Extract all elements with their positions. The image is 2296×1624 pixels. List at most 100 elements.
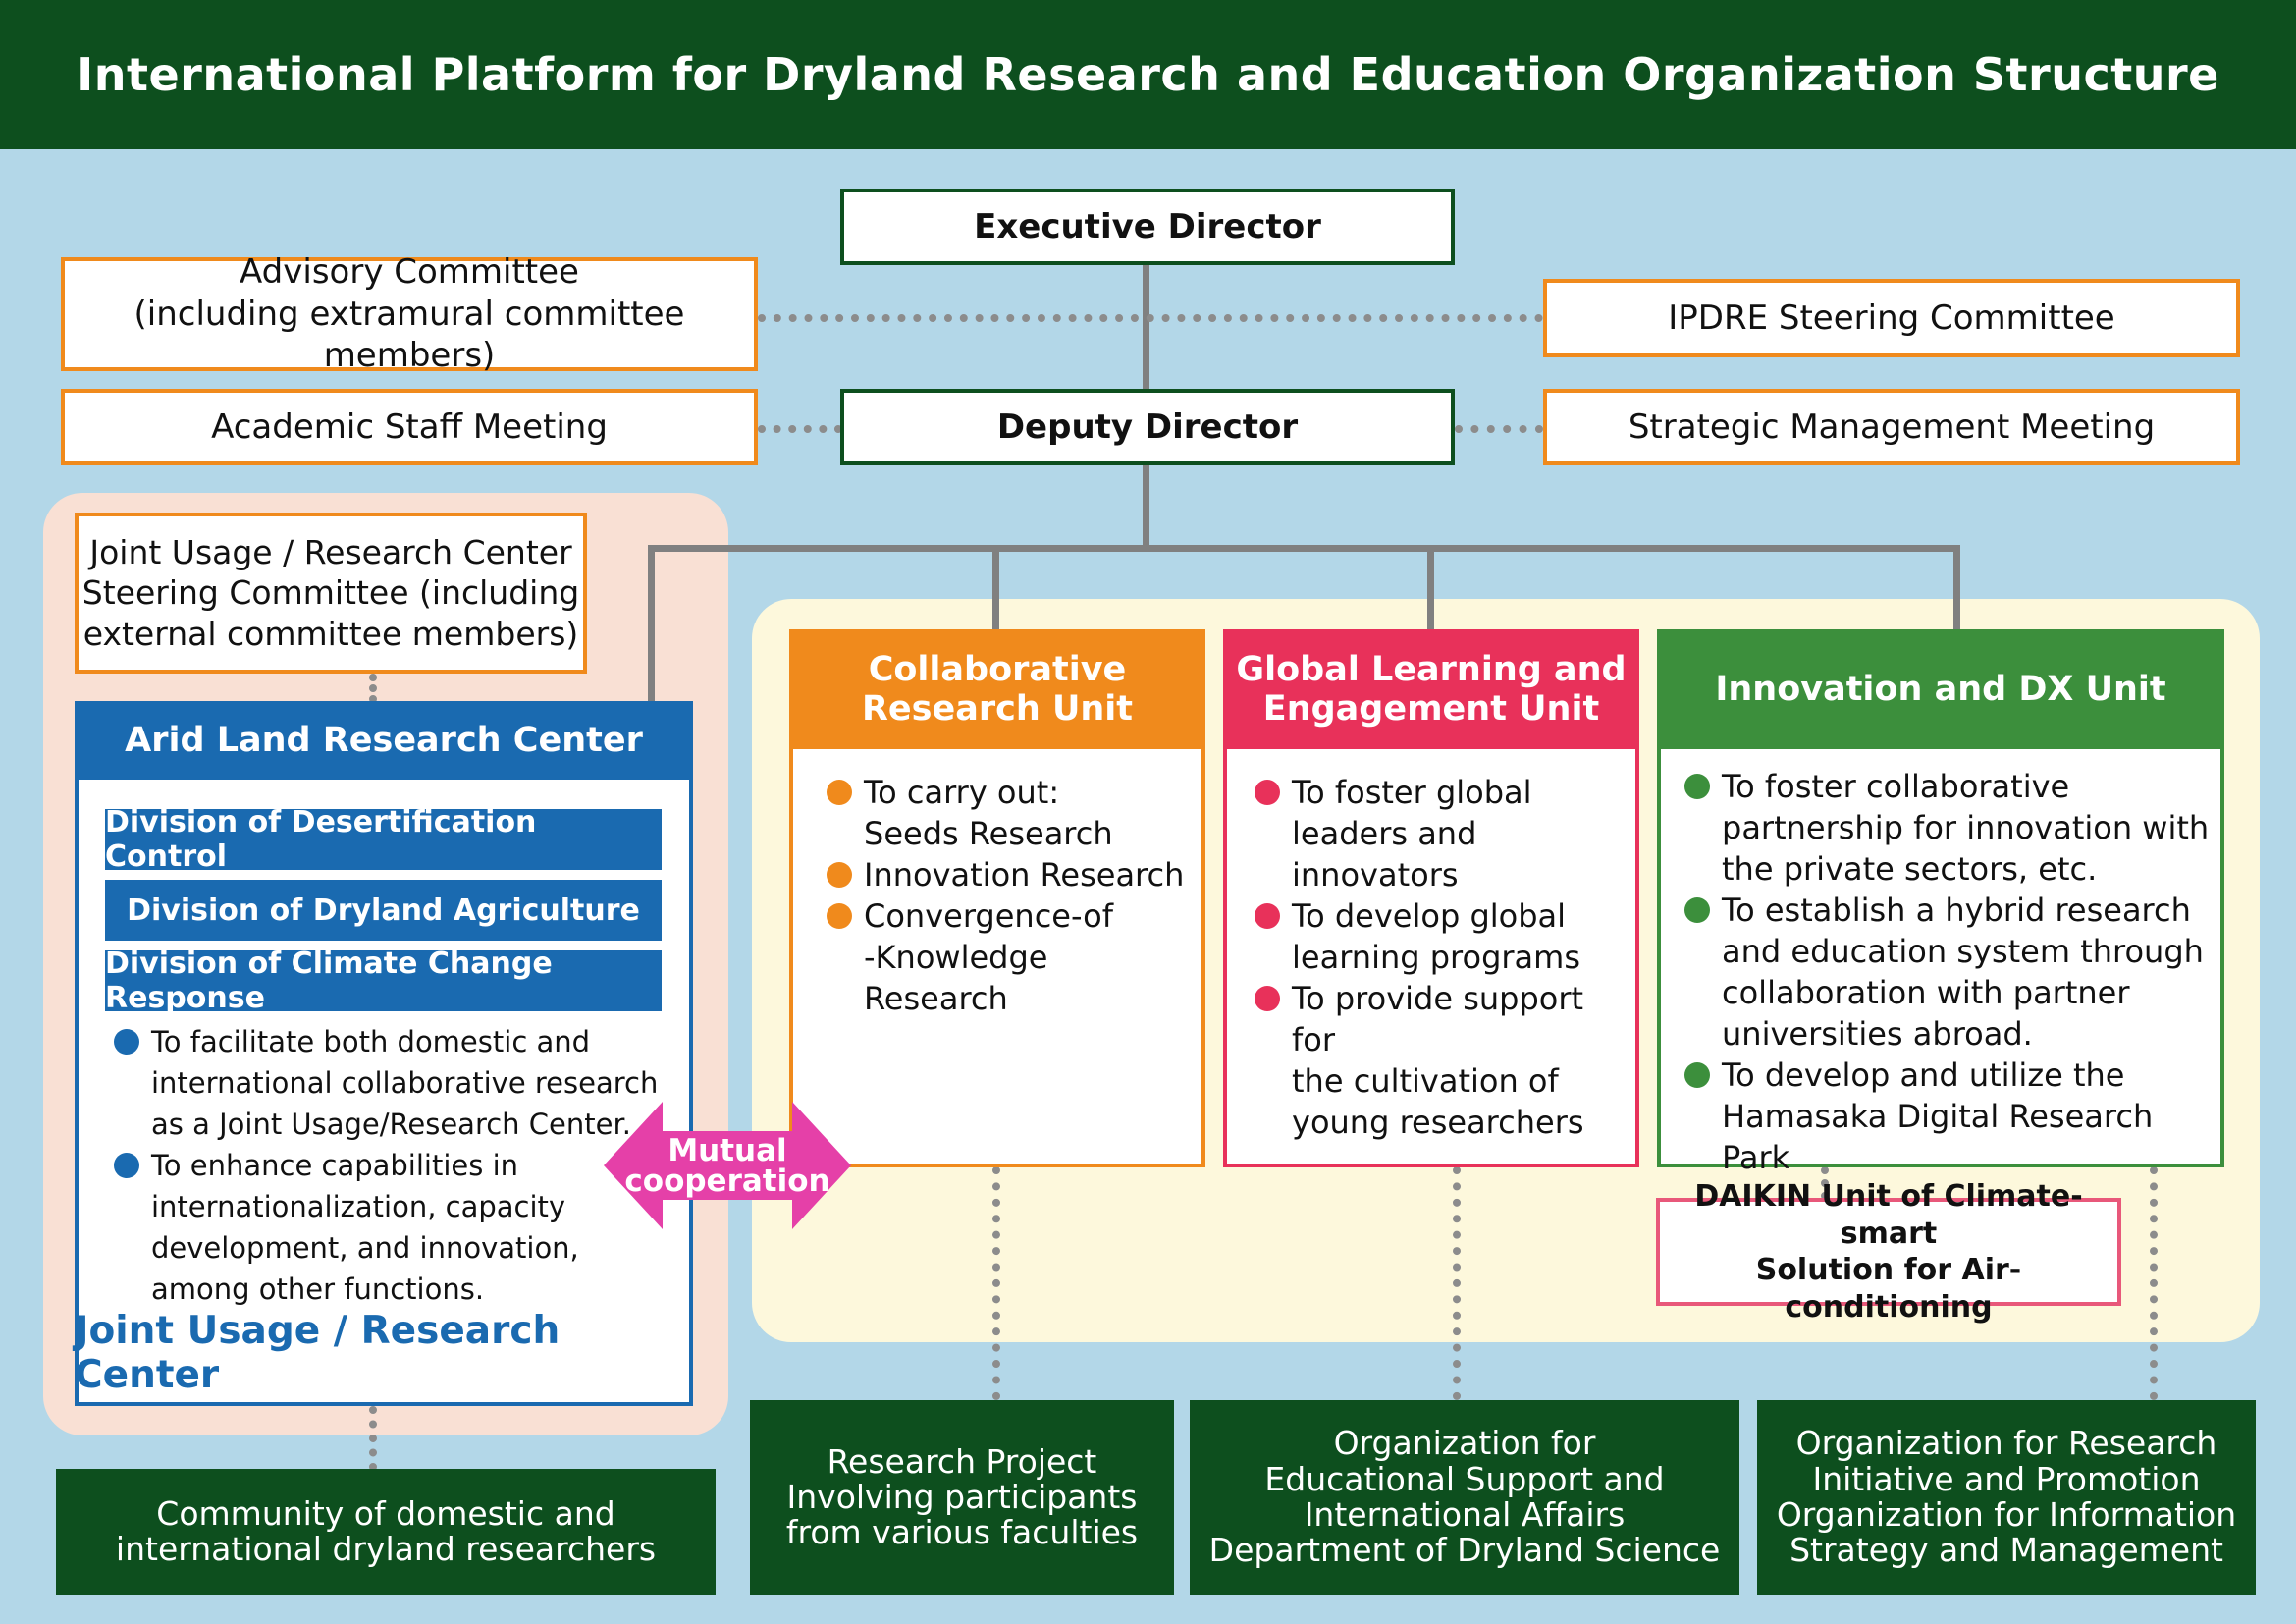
bullet-dot-icon	[1255, 986, 1280, 1011]
daikin-unit-line2: Solution for Air-conditioning	[1755, 1253, 2022, 1325]
bullet-dot-icon	[827, 780, 852, 805]
unit-bullet-text: To develop global	[1292, 897, 1567, 935]
division-dryland-agriculture: Division of Dryland Agriculture	[105, 880, 662, 941]
innovation-dx-unit-title-line1: Innovation and DX Unit	[1715, 669, 2166, 709]
joint-usage-committee-line3: external committee members)	[82, 614, 579, 653]
steering-committee-label: IPDRE Steering Committee	[1668, 298, 2115, 338]
bullet-dot-icon	[114, 1153, 139, 1178]
global-learning-unit-title-line2: Engagement Unit	[1262, 689, 1600, 729]
deputy-director-label: Deputy Director	[996, 406, 1299, 447]
joint-usage-footer: Joint Usage / Research Center	[75, 1309, 561, 1397]
connector-bus-global	[1427, 545, 1434, 629]
community-box: Community of domestic and international …	[56, 1469, 716, 1595]
mutual-cooperation-line1: Mutual	[667, 1133, 787, 1168]
joint-usage-committee-line2: Steering Committee (including	[81, 573, 580, 613]
division-desertification: Division of Desertification Control	[105, 805, 662, 874]
mutual-cooperation-line2: cooperation	[624, 1164, 830, 1199]
collaborative-unit-title: Collaborative Research Unit	[789, 629, 1205, 749]
bullet-dot-icon	[1684, 1062, 1710, 1088]
executive-director-label: Executive Director	[974, 206, 1321, 246]
unit-bullet-text: Hamasaka Digital Research Park	[1722, 1098, 2154, 1176]
unit-bullet-text: To develop and utilize the	[1722, 1056, 2125, 1094]
educational-support-line: Educational Support and	[1264, 1459, 1665, 1498]
connector-bus-collab	[992, 545, 999, 629]
unit-bullet-text: leaders and innovators	[1292, 815, 1477, 893]
bullet-dot-icon	[114, 1029, 139, 1055]
arid-land-center-title: Arid Land Research Center	[75, 701, 693, 780]
unit-bullet-text: young researchers	[1292, 1104, 1584, 1141]
arid-bullet-text: To enhance capabilities in international…	[151, 1149, 579, 1306]
innovation-dx-unit-list: To foster collaborative partnership for i…	[1681, 766, 2218, 1178]
list-item: To foster collaborative partnership for i…	[1681, 766, 2218, 890]
unit-bullet-text: and education system through	[1722, 933, 2204, 970]
list-item: Convergence-of -Knowledge Research	[823, 895, 1196, 1019]
dotted-deputy-strategic	[1455, 425, 1543, 433]
division-climate-change: Division of Climate Change Response	[105, 947, 662, 1015]
mutual-cooperation-label: Mutual cooperation	[624, 1127, 830, 1206]
dotted-committee-arid	[369, 674, 377, 703]
unit-bullet-text: Convergence-of	[864, 897, 1113, 935]
research-project-line: Research Project	[827, 1441, 1097, 1481]
list-item: Innovation Research	[823, 854, 1196, 895]
list-item: To enhance capabilities in international…	[110, 1145, 679, 1310]
unit-bullet-text: partnership for innovation with	[1722, 809, 2210, 846]
research-initiative-line: Organization for Information	[1776, 1495, 2237, 1534]
unit-bullet-text: the private sectors, etc.	[1722, 850, 2098, 888]
unit-bullet-text: To foster global	[1292, 774, 1532, 811]
unit-bullet-text: Innovation Research	[864, 856, 1185, 893]
dotted-academic-deputy	[758, 425, 842, 433]
connector-deputy-bus	[1143, 465, 1149, 548]
joint-usage-committee-box: Joint Usage / Research Center Steering C…	[75, 513, 587, 674]
list-item: To establish a hybrid research and educat…	[1681, 890, 2218, 1055]
unit-bullet-text: To foster collaborative	[1722, 768, 2070, 805]
research-initiative-line: Organization for Research	[1795, 1424, 2217, 1463]
dotted-global-education	[1453, 1166, 1461, 1400]
global-learning-unit-title: Global Learning and Engagement Unit	[1223, 629, 1639, 749]
unit-bullet-text: To carry out:	[864, 774, 1060, 811]
arid-bullet-list: To facilitate both domestic and internat…	[110, 1021, 679, 1310]
bullet-dot-icon	[827, 862, 852, 888]
unit-bullet-text: the cultivation of	[1292, 1062, 1559, 1100]
research-initiative-line: Initiative and Promotion	[1812, 1459, 2201, 1498]
dotted-advisory-steering	[758, 314, 1543, 322]
unit-bullet-text: Seeds Research	[864, 815, 1113, 852]
connector-exec-deputy	[1143, 263, 1149, 391]
advisory-committee-box: Advisory Committee (including extramural…	[61, 252, 758, 375]
list-item: To carry out: Seeds Research	[823, 772, 1196, 854]
bullet-dot-icon	[1684, 897, 1710, 923]
arid-bullet-text: To facilitate both domestic and internat…	[151, 1025, 659, 1141]
educational-support-line: Department of Dryland Science	[1208, 1531, 1721, 1570]
unit-bullet-text: To establish a hybrid research	[1722, 892, 2191, 929]
educational-support-line: Organization for	[1333, 1424, 1596, 1463]
deputy-director-box: Deputy Director	[840, 389, 1455, 465]
collaborative-unit-title-line1: Collaborative	[868, 649, 1127, 689]
advisory-committee-note: (including extramural committee members)	[133, 294, 685, 376]
bullet-dot-icon	[1684, 774, 1710, 799]
list-item: To foster global leaders and innovators	[1251, 772, 1633, 895]
mutual-cooperation-arrow-icon	[604, 1102, 851, 1229]
research-project-line: Involving participants	[786, 1477, 1138, 1516]
dotted-dx-daikin	[1821, 1166, 1829, 1200]
connector-bus-dx	[1953, 545, 1960, 629]
bullet-dot-icon	[827, 903, 852, 929]
strategic-management-box: Strategic Management Meeting	[1543, 389, 2240, 465]
research-project-line: from various faculties	[785, 1513, 1139, 1552]
innovation-dx-unit-title: Innovation and DX Unit	[1657, 629, 2224, 749]
page-title: International Platform for Dryland Resea…	[0, 0, 2296, 149]
daikin-unit-line1: DAIKIN Unit of Climate-smart	[1694, 1179, 2083, 1251]
unit-bullet-text: -Knowledge Research	[864, 939, 1048, 1017]
research-project-box: Research Project Involving participants …	[750, 1400, 1174, 1595]
educational-support-line: International Affairs	[1304, 1495, 1626, 1534]
community-line1: Community of domestic and	[156, 1493, 615, 1533]
community-line2: international dryland researchers	[115, 1530, 657, 1568]
advisory-committee-label: Advisory Committee	[240, 252, 579, 293]
bullet-dot-icon	[1255, 903, 1280, 929]
joint-usage-committee-line1: Joint Usage / Research Center	[89, 533, 572, 572]
collaborative-unit-title-line2: Research Unit	[861, 689, 1134, 729]
research-initiative-line: Strategy and Management	[1789, 1531, 2223, 1570]
